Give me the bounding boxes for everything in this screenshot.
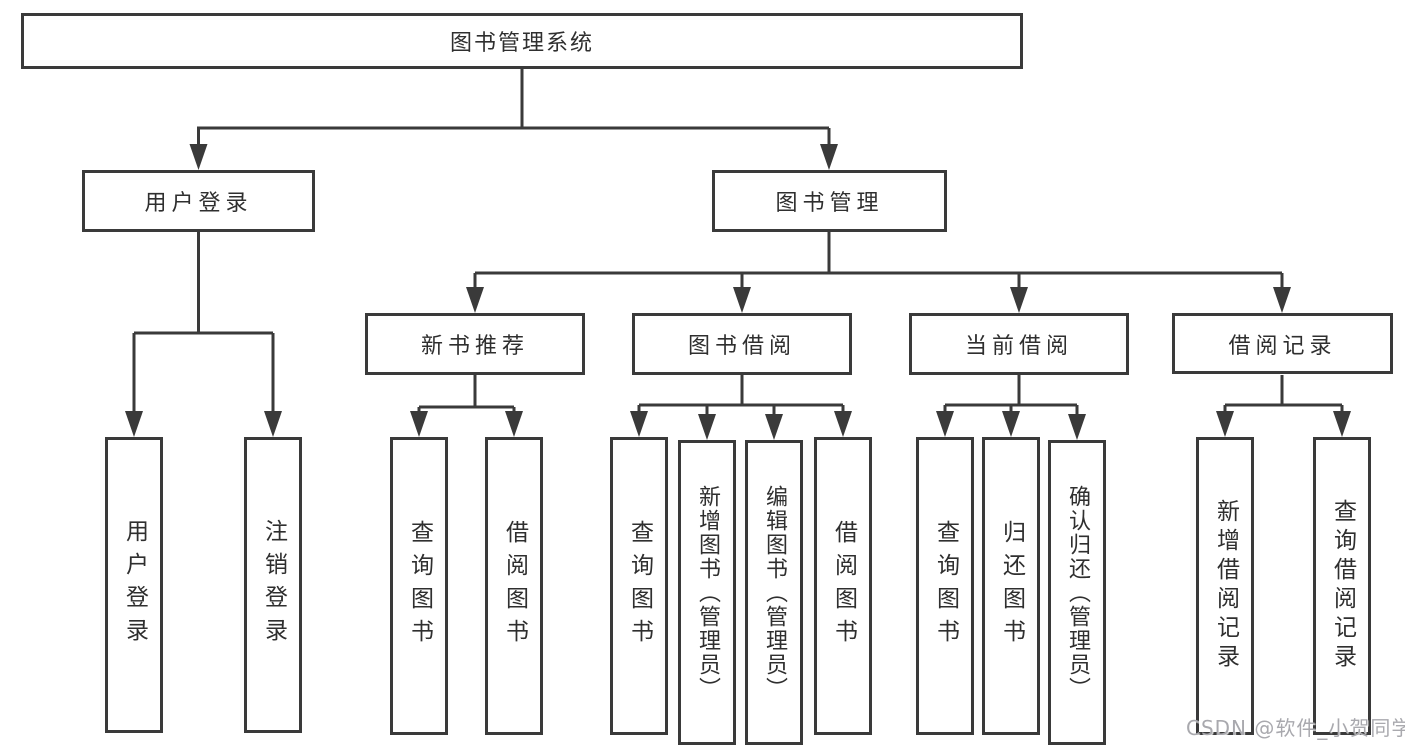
leaf-newbooks-borrow: 借阅图书 (485, 437, 543, 735)
edge-bookborrow-to-leaves (637, 375, 845, 419)
csdn-watermark: CSDN @软件_小贺同学 (1186, 716, 1405, 740)
arrowhead (1002, 411, 1020, 437)
leaf-records-add: 新增借阅记录 (1196, 437, 1254, 735)
arrowhead (264, 411, 282, 437)
edge-bookmgmt-to-level3 (473, 232, 1284, 292)
arrowhead (630, 411, 648, 437)
node-book-mgmt: 图书管理 (712, 170, 947, 232)
leaf-borrow-query: 查询图书 (610, 437, 668, 735)
arrowhead (1333, 411, 1351, 437)
arrowhead (698, 414, 716, 440)
leaf-newbooks-query: 查询图书 (390, 437, 448, 735)
arrowhead (189, 144, 208, 170)
leaf-borrow-add-admin: 新增图书（管理员） (678, 440, 736, 745)
leaf-current-confirm-admin: 确认归还（管理员） (1048, 440, 1106, 745)
leaf-logout: 注销登录 (244, 437, 302, 733)
leaf-records-query: 查询借阅记录 (1313, 437, 1371, 735)
arrowheads (125, 144, 1351, 440)
arrowhead (820, 144, 838, 170)
node-current-borrow: 当前借阅 (909, 313, 1129, 375)
node-user-login: 用户登录 (82, 170, 315, 232)
edge-newbooks-to-leaves (417, 375, 516, 416)
arrowhead (466, 287, 484, 313)
arrowhead (125, 411, 143, 437)
edge-root-to-level2 (197, 69, 831, 150)
leaf-current-return: 归还图书 (982, 437, 1040, 735)
node-root-system: 图书管理系统 (21, 13, 1023, 69)
arrowhead (1010, 287, 1028, 313)
node-new-books: 新书推荐 (365, 313, 585, 375)
leaf-borrow-edit-admin: 编辑图书（管理员） (745, 440, 803, 745)
edge-userlogin-to-leaves (132, 232, 275, 417)
arrowhead (505, 411, 523, 437)
node-book-borrow: 图书借阅 (632, 313, 852, 375)
arrowhead (1068, 414, 1086, 440)
edge-borrowrecords-to-leaves (1223, 375, 1344, 416)
arrowhead (410, 411, 428, 437)
leaf-current-query: 查询图书 (916, 437, 974, 735)
arrowhead (733, 287, 751, 313)
node-borrow-records: 借阅记录 (1172, 313, 1393, 374)
arrowhead (1273, 287, 1291, 313)
edge-currentborrow-to-leaves (943, 375, 1079, 419)
arrowhead (765, 414, 783, 440)
leaf-borrow-borrow: 借阅图书 (814, 437, 872, 735)
arrowhead (936, 411, 954, 437)
arrowhead (1216, 411, 1234, 437)
leaf-user-login: 用户登录 (105, 437, 163, 733)
arrowhead (834, 411, 852, 437)
